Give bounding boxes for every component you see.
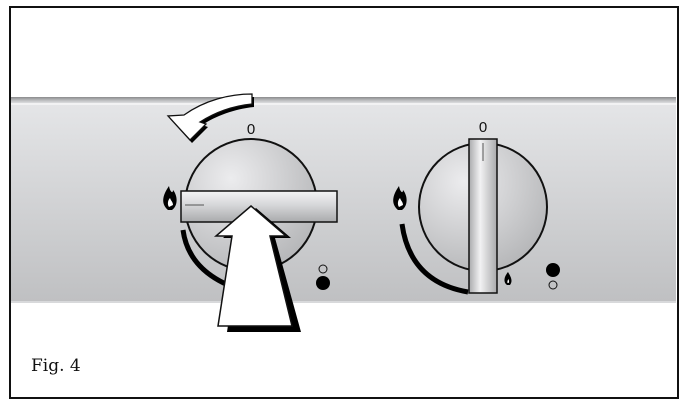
large-flame-icon [393,186,407,210]
ignition-indicator-icon [546,263,560,290]
large-flame-icon [163,186,177,210]
ignition-indicator-icon [316,264,330,290]
figure-caption: Fig. 4 [31,356,81,376]
rotation-arc-icon [399,223,469,295]
figure-frame [9,6,679,399]
knob-handle [468,138,498,294]
push-in-arrow-icon [213,205,301,332]
right-burner-knob[interactable] [399,138,548,295]
right-zero-label: 0 [479,119,487,136]
small-flame-icon [504,272,512,285]
control-panel [11,97,676,303]
rotate-counterclockwise-arrow-icon [166,93,254,143]
left-zero-label: 0 [247,121,255,138]
